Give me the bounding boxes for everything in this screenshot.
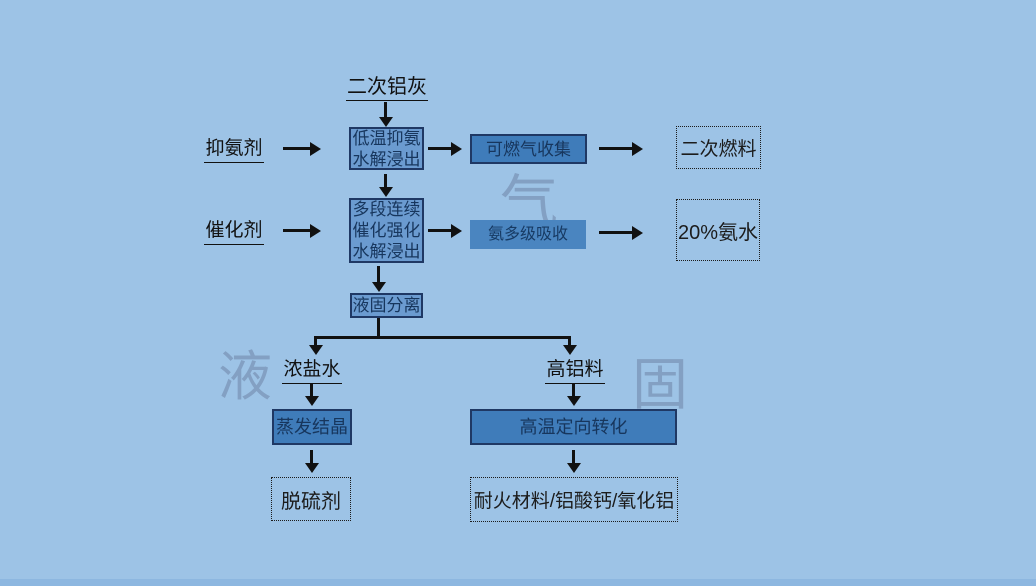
arrow-right-absorption-to-ammoniawater: [599, 225, 643, 240]
arrow-down-evaporation-to-desulfurizer: [304, 450, 319, 473]
bottom-edge-strip: [0, 579, 1036, 586]
output-text: 耐火材料/铝酸钙/氧化铝: [473, 491, 675, 512]
connector-horizontal-branch: [314, 336, 571, 339]
intermediate-label-high-aluminum: 高铝料: [544, 359, 606, 384]
arrow-down-source-to-lowtemp: [378, 102, 393, 127]
process-text-line: 液固分离: [352, 296, 421, 315]
arrow-right-multistage-to-absorption: [428, 223, 462, 238]
process-box-evaporation: 蒸发结晶: [272, 409, 352, 445]
output-text: 脱硫剂: [281, 490, 341, 513]
intermediate-label-text: 高铝料: [545, 359, 605, 384]
arrow-down-brine-to-evaporation: [304, 384, 319, 406]
source-label-secondary-aluminum-ash: 二次铝灰: [337, 76, 437, 101]
watermark-liquid: 液: [218, 345, 272, 408]
process-text-line: 高温定向转化: [519, 416, 628, 437]
process-box-multistage-hydrolysis: 多段连续 催化强化 水解浸出: [349, 198, 424, 263]
arrow-down-conversion-to-refractory: [566, 450, 581, 473]
process-box-high-temp-conversion: 高温定向转化: [470, 409, 677, 445]
output-text: 20%氨水: [677, 221, 759, 244]
process-text-line: 水解浸出: [352, 242, 421, 261]
arrow-down-branch-to-highal: [562, 336, 577, 355]
process-text-line: 蒸发结晶: [276, 416, 348, 437]
process-text-line: 催化强化: [352, 221, 421, 240]
arrow-down-multistage-to-separation: [371, 266, 386, 292]
intermediate-label-brine: 浓盐水: [281, 359, 343, 384]
output-box-refractory: 耐火材料/铝酸钙/氧化铝: [470, 477, 678, 522]
arrow-right-lowtemp-to-gascollect: [428, 141, 462, 156]
process-text-line: 多段连续: [352, 200, 421, 219]
intermediate-label-text: 浓盐水: [282, 359, 342, 384]
output-box-ammonia-water: 20%氨水: [676, 199, 760, 261]
output-box-secondary-fuel: 二次燃料: [676, 126, 761, 169]
process-box-separation: 液固分离: [350, 293, 423, 318]
arrow-down-highal-to-conversion: [566, 384, 581, 406]
arrow-right-inhibitor-to-lowtemp: [283, 141, 321, 156]
process-box-ammonia-absorption: 氨多级吸收: [470, 220, 586, 249]
process-text-line: 可燃气收集: [486, 139, 571, 159]
reagent-label-text: 催化剂: [204, 220, 264, 245]
process-text-line: 低温抑氨: [352, 128, 421, 148]
reagent-label-ammonia-inhibitor: 抑氨剂: [203, 138, 265, 163]
source-label-text: 二次铝灰: [346, 76, 428, 101]
reagent-label-text: 抑氨剂: [204, 138, 264, 163]
connector-vertical-separation: [377, 318, 380, 338]
arrow-down-branch-to-brine: [308, 336, 323, 355]
arrow-right-catalyst-to-multistage: [283, 223, 321, 238]
arrow-right-gascollect-to-fuel: [599, 141, 643, 156]
process-box-gas-collection: 可燃气收集: [470, 134, 587, 164]
output-text: 二次燃料: [680, 139, 757, 160]
process-box-low-temp-hydrolysis: 低温抑氨 水解浸出: [349, 127, 424, 170]
reagent-label-catalyst: 催化剂: [203, 220, 265, 245]
process-text-line: 氨多级吸收: [487, 226, 568, 243]
arrow-down-lowtemp-to-multistage: [378, 174, 393, 197]
output-box-desulfurizer: 脱硫剂: [271, 477, 351, 521]
process-text-line: 水解浸出: [352, 149, 421, 169]
